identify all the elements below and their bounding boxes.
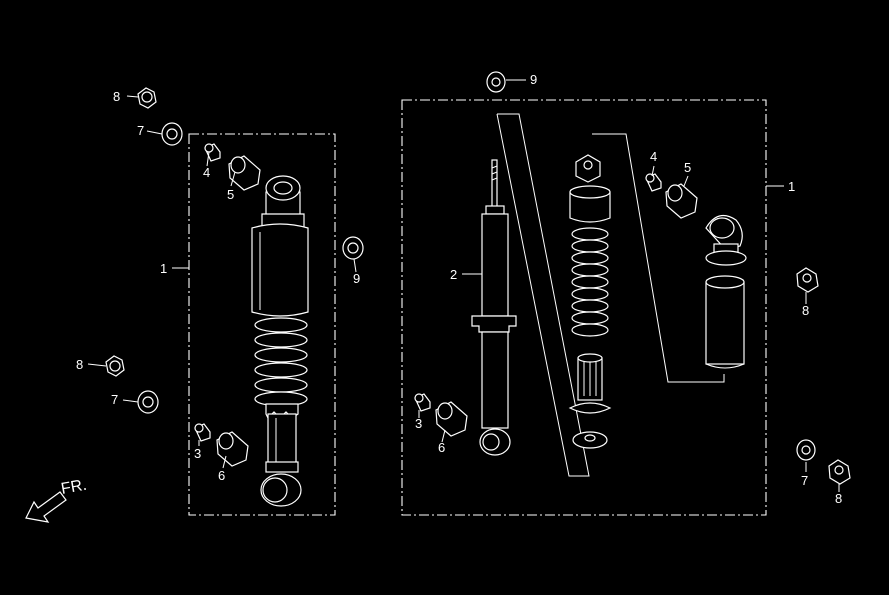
- right-bushing-6: [435, 401, 468, 437]
- callout-left-9: 9: [353, 271, 360, 286]
- right-washer: [572, 431, 608, 449]
- right-collar-3: [414, 393, 431, 412]
- callout-left-7-top: 7: [137, 123, 144, 138]
- callout-right-5: 5: [684, 160, 691, 175]
- left-assembly-box: [188, 133, 336, 516]
- callout-right-6: 6: [438, 440, 445, 455]
- right-assembly-box: [401, 99, 767, 516]
- right-upper-eye: [705, 214, 747, 266]
- right-nut-8-top: [796, 267, 819, 293]
- left-shock-absorber: [251, 175, 309, 507]
- right-dust-cover: [705, 275, 745, 369]
- front-direction-label: FR.: [60, 477, 88, 498]
- left-collar-3: [194, 423, 211, 442]
- callout-right-8-bottom: 8: [835, 491, 842, 506]
- right-spring: [571, 227, 609, 337]
- right-collar-4: [645, 173, 662, 192]
- right-damper-rod-2: [471, 159, 517, 456]
- callout-right-2: 2: [450, 267, 457, 282]
- left-bushing-5: [228, 155, 261, 191]
- front-direction-arrow-icon: [25, 491, 67, 523]
- left-nut-8-bottom: [105, 355, 125, 377]
- left-bushing-6: [216, 431, 249, 467]
- callout-left-8-top: 8: [113, 89, 120, 104]
- callout-right-1: 1: [788, 179, 795, 194]
- callout-left-1: 1: [160, 261, 167, 276]
- right-washer-7: [796, 439, 816, 461]
- callout-right-7: 7: [801, 473, 808, 488]
- callout-right-4: 4: [650, 149, 657, 164]
- right-nut-8-bottom: [828, 459, 851, 485]
- callout-left-8-bottom: 8: [76, 357, 83, 372]
- left-washer-7-bottom: [137, 390, 159, 414]
- callout-left-7-bottom: 7: [111, 392, 118, 407]
- right-washer-9: [486, 71, 506, 93]
- callout-left-4: 4: [203, 165, 210, 180]
- left-washer-7-top: [161, 122, 183, 146]
- right-bushing-5: [665, 183, 698, 219]
- right-lock-nut: [575, 154, 601, 183]
- left-washer-9: [342, 236, 364, 260]
- left-collar-4: [204, 143, 221, 162]
- left-spring: [254, 317, 308, 407]
- callout-right-9: 9: [530, 72, 537, 87]
- callout-left-3: 3: [194, 446, 201, 461]
- callout-left-5: 5: [227, 187, 234, 202]
- right-bump-stopper: [568, 353, 612, 414]
- right-spring-seat: [569, 185, 611, 223]
- callout-right-8-top: 8: [802, 303, 809, 318]
- left-nut-8-top: [137, 87, 157, 109]
- callout-left-6: 6: [218, 468, 225, 483]
- callout-right-3: 3: [415, 416, 422, 431]
